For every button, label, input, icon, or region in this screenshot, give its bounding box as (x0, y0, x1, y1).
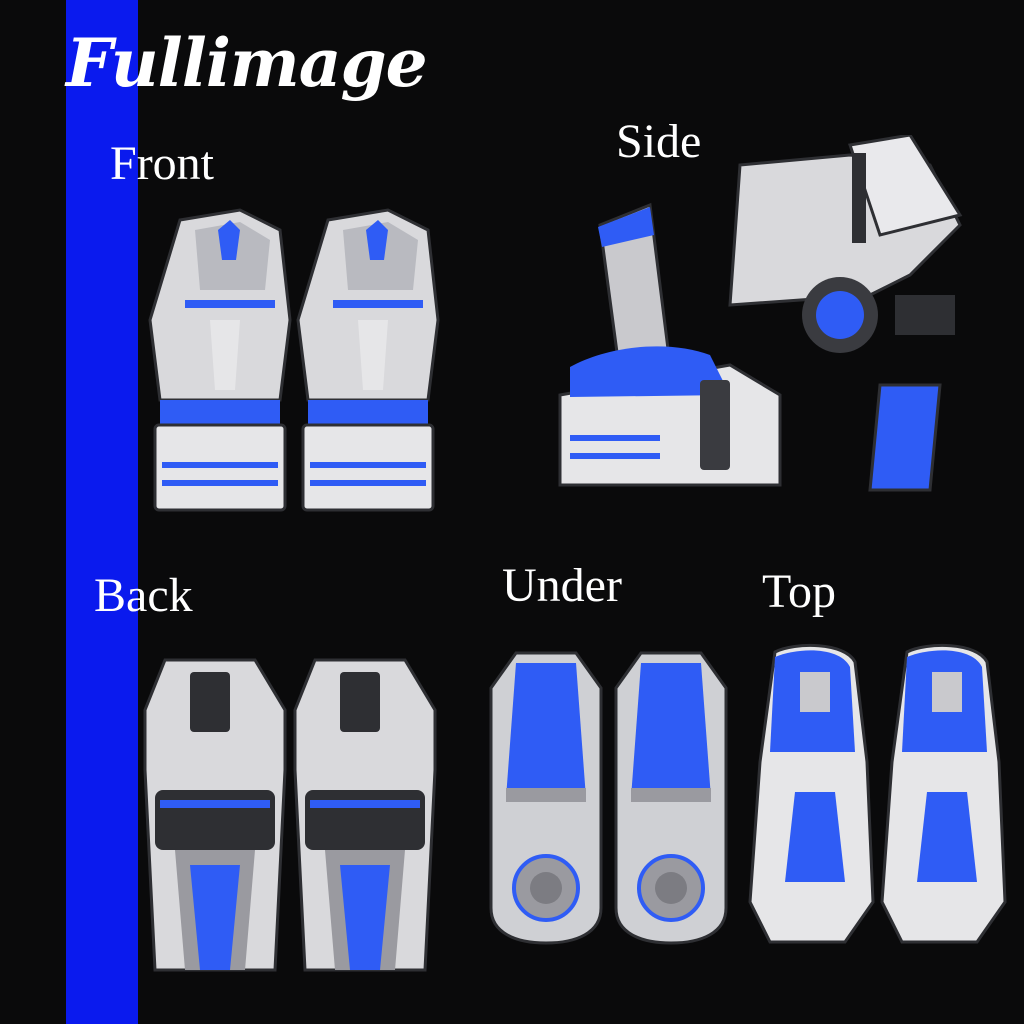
top-boot-left (748, 643, 875, 944)
back-view (135, 650, 445, 980)
front-boot-right (296, 208, 440, 512)
blue-stripe (66, 0, 138, 1024)
under-view (486, 648, 736, 948)
label-side: Side (616, 115, 702, 168)
under-boot-left (489, 651, 603, 945)
side-boot (558, 135, 963, 492)
top-boot-right (880, 643, 1007, 944)
top-view (745, 642, 1010, 952)
front-boot-left (148, 208, 292, 512)
back-boot-left (143, 658, 287, 972)
label-front: Front (110, 137, 215, 190)
side-view (550, 135, 970, 505)
label-under: Under (502, 559, 622, 612)
page-title: Fullimage (66, 24, 428, 102)
under-boot-right (614, 651, 728, 945)
label-top: Top (762, 565, 836, 618)
back-boot-right (293, 658, 437, 972)
front-view (140, 200, 440, 520)
label-back: Back (94, 569, 193, 622)
